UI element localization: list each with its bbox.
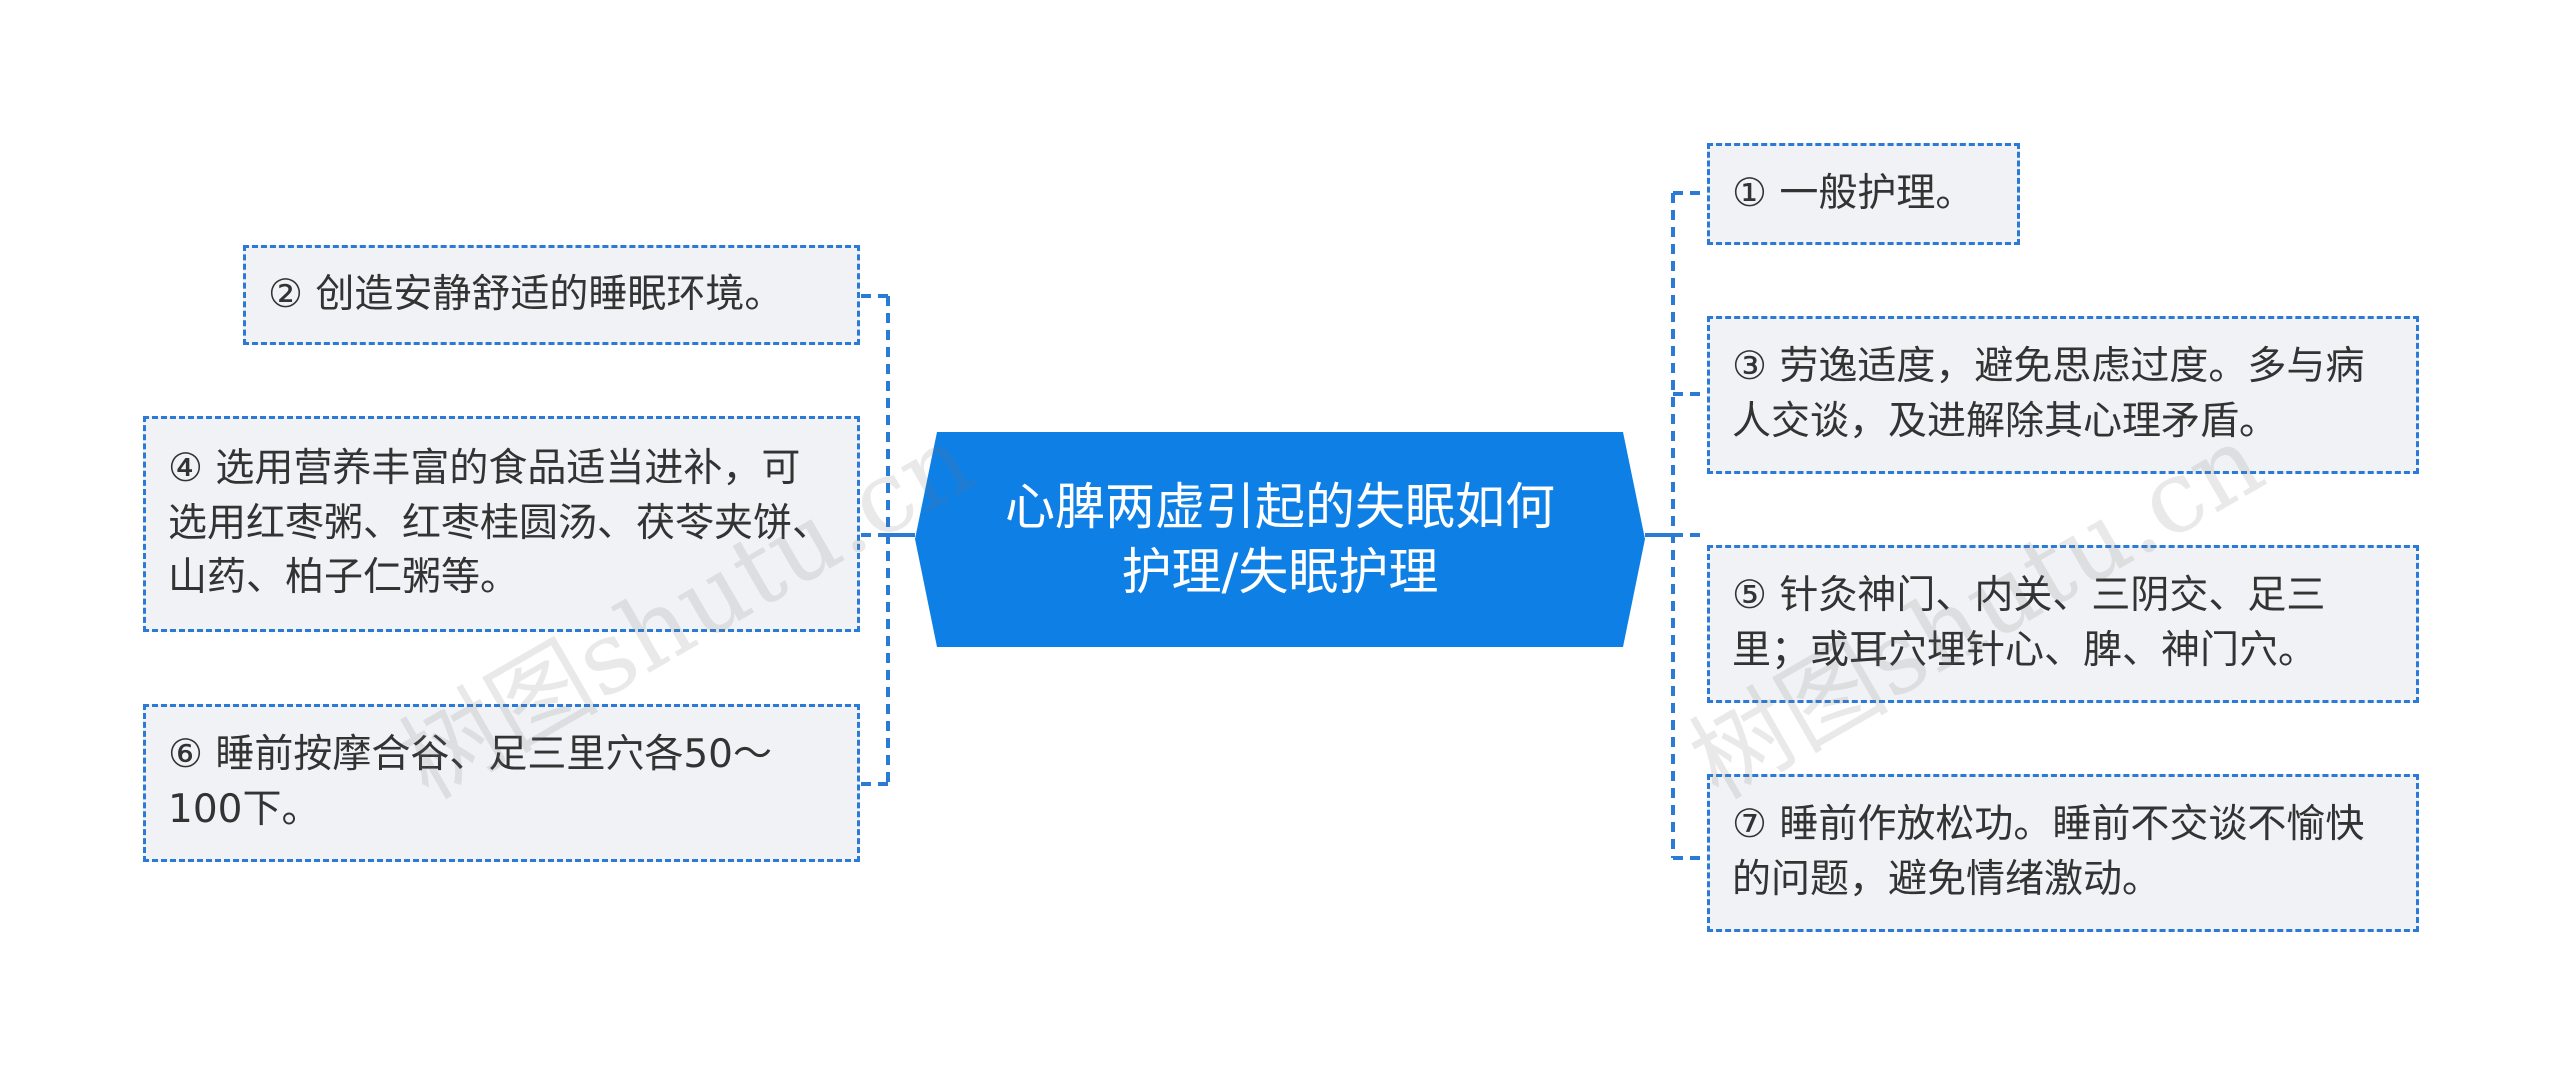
topic-label: ② 创造安静舒适的睡眠环境。 (268, 271, 784, 317)
topic-massage-acupoints[interactable]: ⑥ 睡前按摩合谷、足三里穴各50～100下。 (143, 704, 860, 862)
topic-nutrition-supplement[interactable]: ④ 选用营养丰富的食品适当进补，可选用红枣粥、红枣桂圆汤、茯苓夹饼、山药、柏子仁… (143, 416, 860, 632)
topic-rest-balance[interactable]: ③ 劳逸适度，避免思虑过度。多与病人交谈，及进解除其心理矛盾。 (1707, 316, 2419, 474)
central-topic-label: 心脾两虚引起的失眠如何护理/失眠护理 (1005, 477, 1555, 601)
topic-acupuncture[interactable]: ⑤ 针灸神门、内关、三阴交、足三里；或耳穴埋针心、脾、神门穴。 (1707, 545, 2419, 703)
topic-create-quiet-environment[interactable]: ② 创造安静舒适的睡眠环境。 (243, 245, 860, 345)
topic-label: ① 一般护理。 (1732, 170, 1975, 216)
topic-relaxation[interactable]: ⑦ 睡前作放松功。睡前不交谈不愉快的问题，避免情绪激动。 (1707, 774, 2419, 932)
topic-label: ③ 劳逸适度，避免思虑过度。多与病人交谈，及进解除其心理矛盾。 (1732, 344, 2365, 444)
topic-label: ④ 选用营养丰富的食品适当进补，可选用红枣粥、红枣桂圆汤、茯苓夹饼、山药、柏子仁… (168, 446, 832, 601)
topic-label: ⑤ 针灸神门、内关、三阴交、足三里；或耳穴埋针心、脾、神门穴。 (1732, 573, 2326, 673)
central-topic[interactable]: 心脾两虚引起的失眠如何护理/失眠护理 (915, 432, 1645, 647)
central-topic-shape (915, 432, 1645, 647)
topic-label: ⑦ 睡前作放松功。睡前不交谈不愉快的问题，避免情绪激动。 (1732, 802, 2365, 902)
topic-label: ⑥ 睡前按摩合谷、足三里穴各50～100下。 (168, 732, 772, 832)
topic-general-care[interactable]: ① 一般护理。 (1707, 143, 2020, 245)
